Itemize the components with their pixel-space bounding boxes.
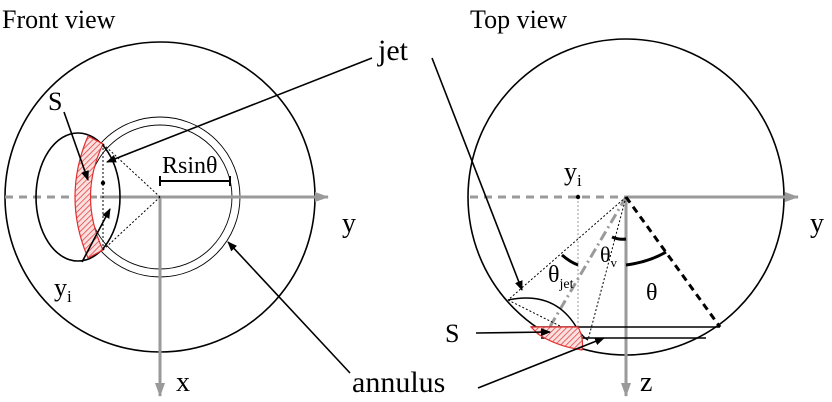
front-label-rsin: Rsinθ	[162, 153, 218, 179]
top-cone-base	[507, 299, 589, 341]
top-theta-arc	[625, 250, 667, 267]
top-jet-axis	[546, 196, 628, 331]
front-label-y-axis: y	[342, 208, 356, 239]
top-label-theta-jet: θjet	[548, 262, 574, 292]
top-hatched-region	[529, 326, 584, 351]
top-yi-point	[575, 194, 581, 200]
top-radius-dashed	[624, 196, 722, 328]
front-yi-point	[100, 180, 106, 186]
front-label-x-axis: x	[176, 367, 190, 398]
top-label-theta-v: θv	[600, 242, 618, 270]
front-cone-line-top	[102, 143, 161, 198]
top-view-title: Top view	[470, 5, 567, 34]
front-label-S: S	[48, 87, 62, 116]
front-view: Front view S y x yi Rsinθ	[2, 5, 373, 398]
top-S-arrow	[475, 328, 551, 337]
top-theta-v-arc	[611, 235, 627, 241]
top-jet-arrow	[431, 57, 523, 291]
label-jet: jet	[377, 34, 409, 67]
top-cone-line-right	[587, 196, 627, 341]
top-theta-jet-arc	[561, 253, 579, 267]
top-view: Top view y z yi S θ θjet θv	[431, 5, 824, 398]
top-label-z-axis: z	[640, 367, 652, 398]
front-annulus-arrow	[227, 241, 351, 374]
top-label-yi: yi	[564, 157, 582, 190]
front-view-title: Front view	[2, 5, 116, 34]
label-annulus: annulus	[352, 366, 445, 399]
top-label-y-axis: y	[810, 208, 824, 239]
front-S-arrow	[63, 111, 89, 181]
front-hatched-region	[74, 135, 104, 259]
front-label-yi: yi	[54, 273, 72, 306]
top-label-S: S	[445, 319, 459, 348]
front-source-ellipse	[35, 132, 121, 262]
top-annulus-arrow	[477, 337, 605, 389]
top-label-theta: θ	[646, 280, 658, 306]
front-jet-arrow	[106, 57, 373, 163]
front-cone-line-bottom	[102, 196, 161, 251]
front-yi-arrow	[81, 208, 111, 263]
